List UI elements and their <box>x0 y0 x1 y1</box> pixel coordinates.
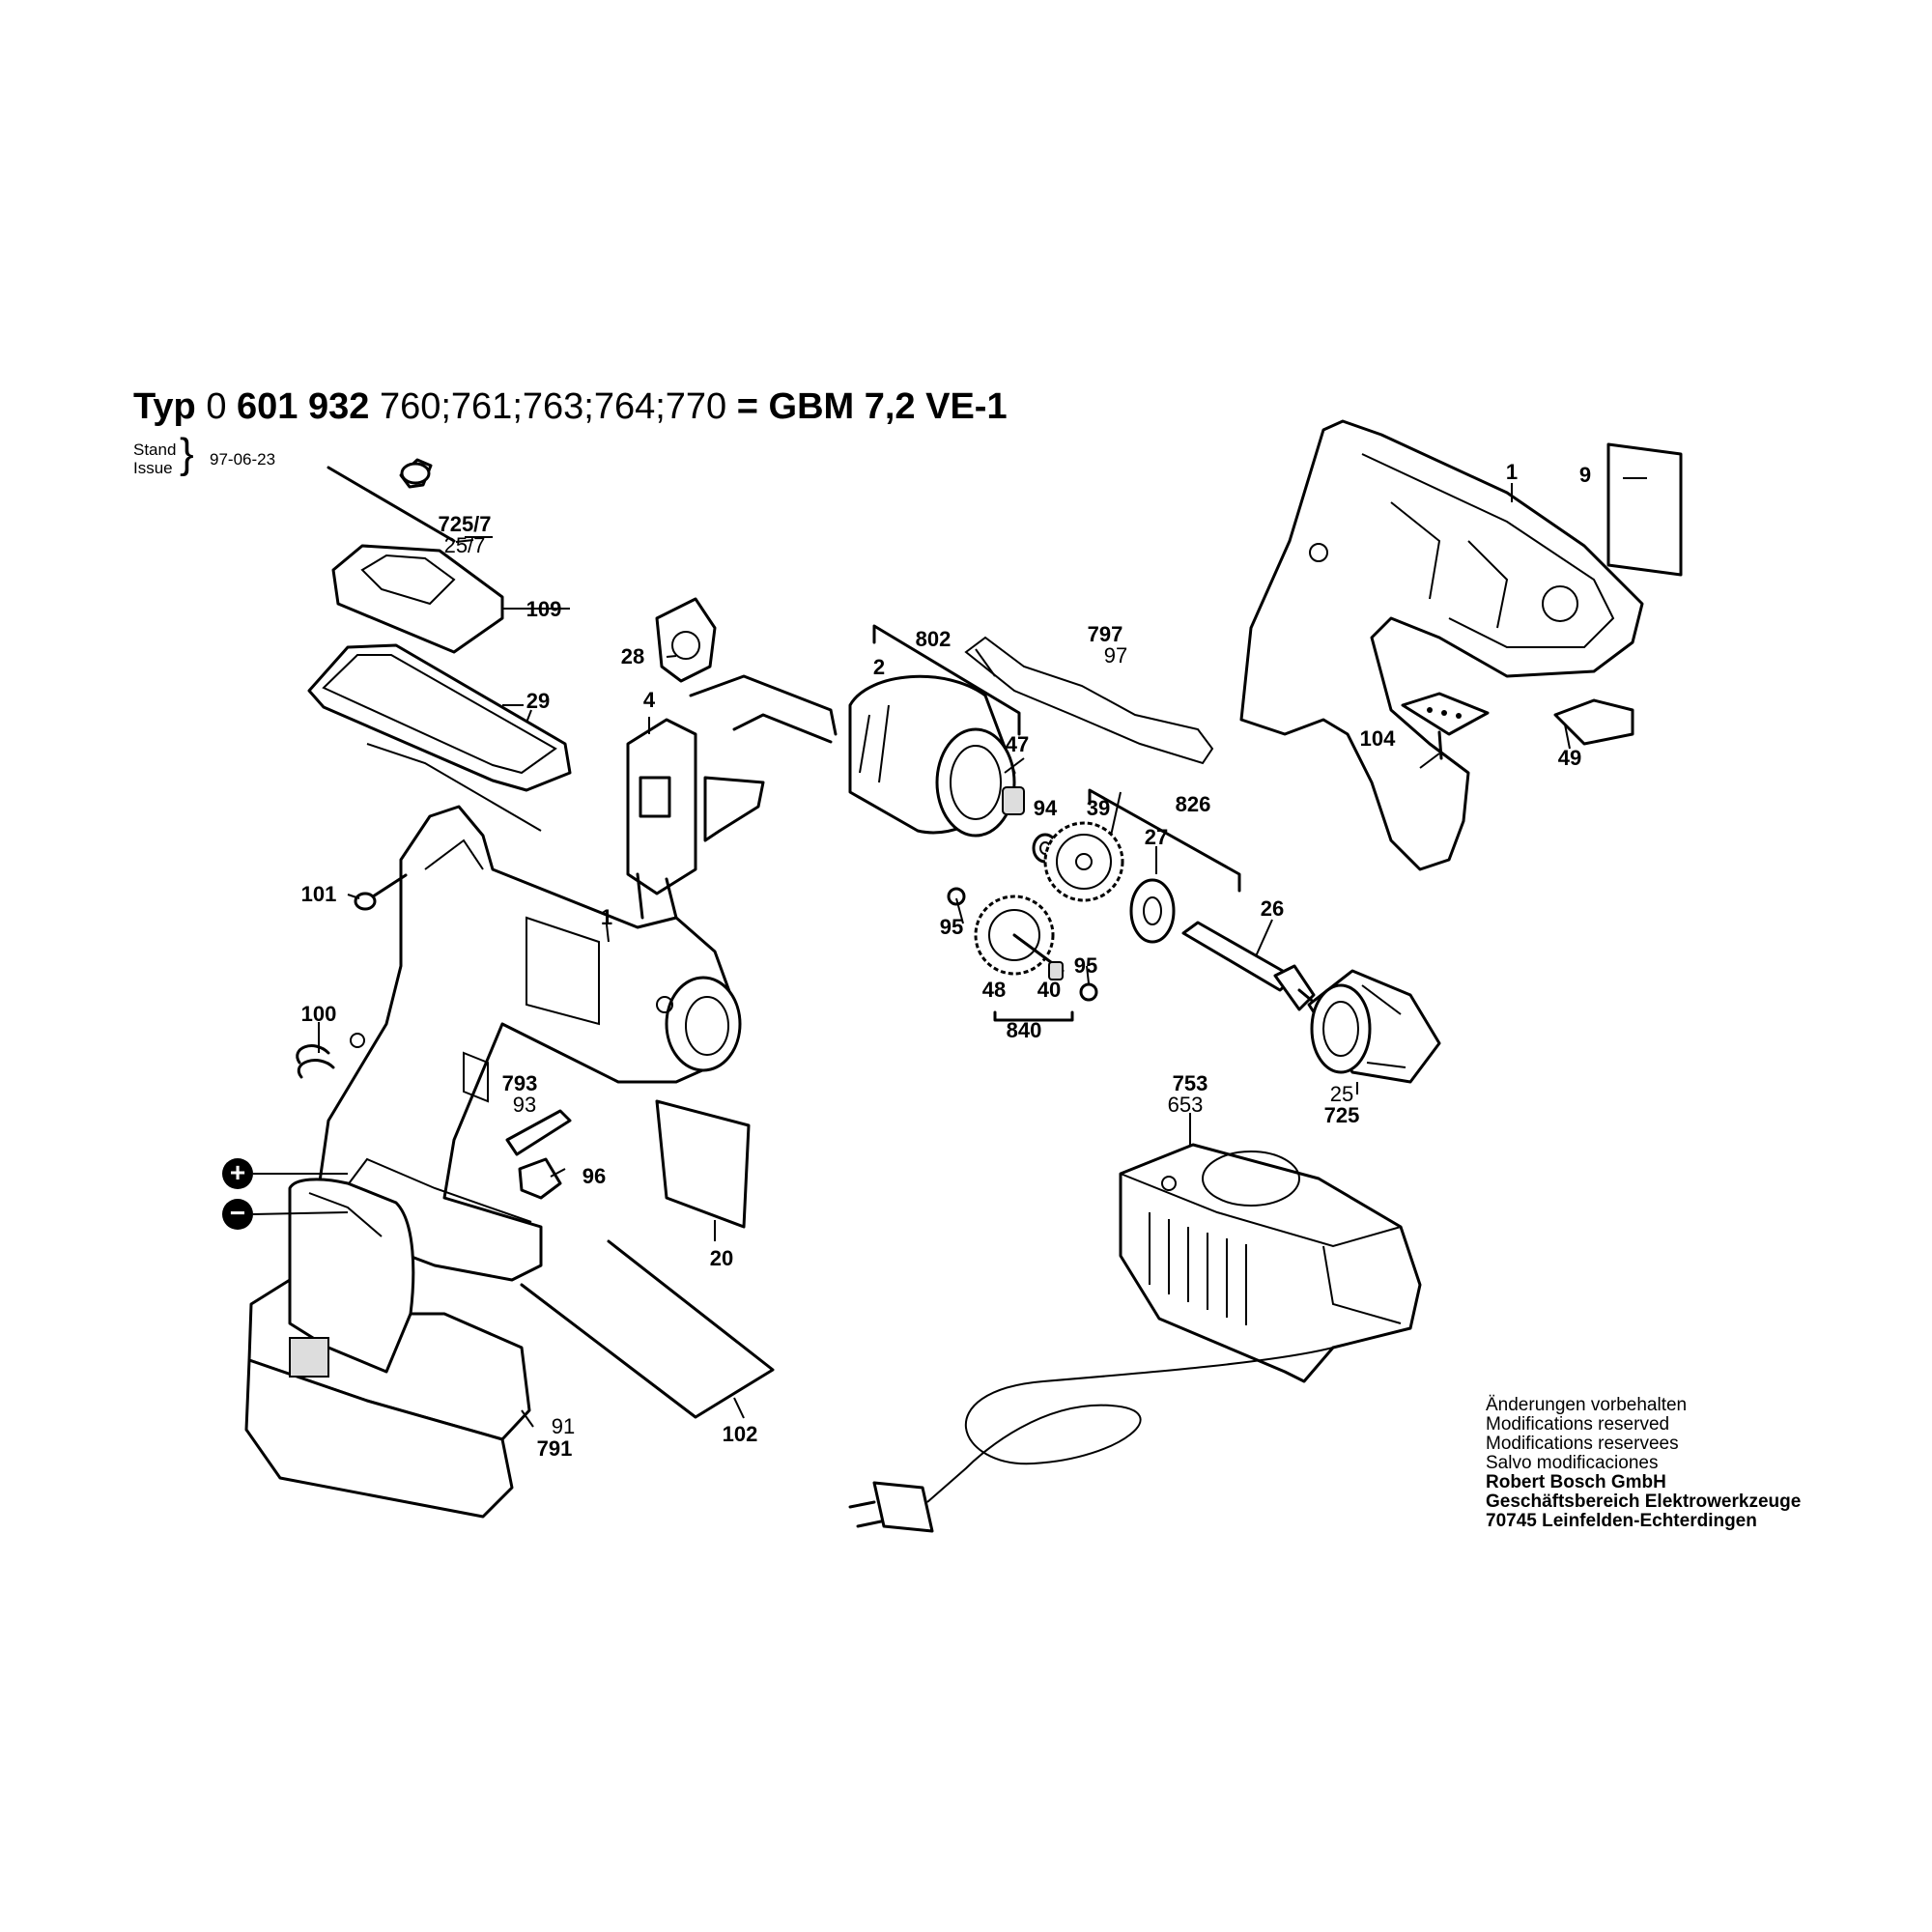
part-spindle-26 <box>1181 921 1330 1016</box>
label-725-7: 725/7 <box>438 512 492 536</box>
part-clip-49 <box>1553 698 1634 746</box>
label-791: 791 <box>536 1436 573 1461</box>
label-29: 29 <box>526 689 551 713</box>
label-793: 793 <box>501 1071 538 1095</box>
part-clip-96 <box>518 1157 562 1200</box>
label-49: 49 <box>1557 746 1582 770</box>
typ-label: Typ <box>133 386 196 427</box>
label-47: 47 <box>1005 732 1030 756</box>
stand-issue-labels: Stand Issue <box>133 440 176 477</box>
label-826: 826 <box>1175 792 1211 816</box>
model-name: = GBM 7,2 VE-1 <box>736 386 1008 427</box>
part-spring-100 <box>296 1044 335 1079</box>
part-screw-101 <box>354 873 408 911</box>
note-es: Salvo modificaciones <box>1486 1453 1659 1473</box>
part-switch-4 <box>626 718 765 920</box>
part-cover-109 <box>331 544 570 654</box>
part-bit-793 <box>505 1109 572 1156</box>
bracket-826 <box>1088 788 1241 893</box>
label-797: 797 <box>1087 622 1123 646</box>
company-name: Robert Bosch GmbH <box>1486 1472 1666 1492</box>
label-802: 802 <box>915 627 952 651</box>
note-fr: Modifications reservees <box>1486 1434 1679 1454</box>
part-washer-95b <box>1079 982 1098 1002</box>
part-chuck-key <box>327 458 474 543</box>
label-94: 94 <box>1033 796 1058 820</box>
part-power-cord <box>848 1347 1334 1533</box>
label-95-lower: 95 <box>1073 953 1098 978</box>
part-label-9 <box>1606 442 1683 577</box>
part-strap-797 <box>964 636 1214 765</box>
stand-label: Stand <box>133 440 177 459</box>
part-brush-holder-28 <box>655 597 717 683</box>
part-gear-39 <box>1043 821 1124 902</box>
plus-terminal-icon: + <box>222 1158 253 1189</box>
minus-terminal-icon: − <box>222 1199 253 1230</box>
bracket-802 <box>872 624 1021 736</box>
label-40: 40 <box>1037 978 1062 1002</box>
part-housing-half <box>317 805 742 1282</box>
label-104: 104 <box>1359 726 1396 751</box>
type-number-601: 601 <box>237 386 298 427</box>
part-bearing-27 <box>1129 878 1176 944</box>
label-91: 91 <box>551 1414 576 1438</box>
label-20: 20 <box>709 1246 734 1270</box>
label-28: 28 <box>620 644 645 668</box>
part-charger-753 <box>1119 1143 1422 1383</box>
label-1-rear: 1 <box>1505 460 1519 484</box>
part-wire-bracket <box>689 674 838 744</box>
part-motor-2 <box>848 674 1025 838</box>
label-653: 653 <box>1167 1093 1204 1117</box>
note-de: Änderungen vorbehalten <box>1486 1395 1688 1415</box>
label-753: 753 <box>1172 1071 1208 1095</box>
part-chuck-725 <box>1307 969 1441 1084</box>
label-93: 93 <box>512 1093 537 1117</box>
note-en: Modifications reserved <box>1486 1414 1670 1435</box>
type-number-932: 932 <box>307 386 370 427</box>
label-95-upper: 95 <box>939 915 964 939</box>
label-2: 2 <box>872 655 886 679</box>
issue-date: 97-06-23 <box>210 450 276 469</box>
label-4: 4 <box>642 688 656 712</box>
label-97: 97 <box>1103 643 1128 668</box>
part-board-104 <box>1401 692 1490 760</box>
part-battery-pack-791 <box>244 1178 531 1519</box>
label-27: 27 <box>1144 825 1169 849</box>
label-725: 725 <box>1323 1103 1360 1127</box>
label-25-7: 25/7 <box>443 533 486 557</box>
type-header: Typ 0 601 932 760;761;763;764;770 = GBM … <box>133 386 1008 428</box>
battery-terminal-leaders <box>252 1173 349 1215</box>
label-102: 102 <box>722 1422 758 1446</box>
type-number-prefix: 0 <box>206 386 227 427</box>
part-washer-95a <box>947 887 966 906</box>
label-96: 96 <box>582 1164 607 1188</box>
type-variants: 760;761;763;764;770 <box>379 386 727 427</box>
part-rod-102 <box>520 1239 775 1419</box>
company-division: Geschäftsbereich Elektrowerkzeuge <box>1486 1492 1802 1512</box>
footer-notes: Änderungen vorbehalten Modifications res… <box>1486 1396 1801 1531</box>
part-label-20 <box>655 1099 751 1229</box>
bracket-840 <box>993 1010 1074 1022</box>
label-101: 101 <box>300 882 337 906</box>
label-100: 100 <box>300 1002 337 1026</box>
label-9: 9 <box>1578 463 1592 487</box>
label-25: 25 <box>1329 1082 1354 1106</box>
leader-lines <box>318 477 1647 1428</box>
company-address: 70745 Leinfelden-Echterdingen <box>1486 1511 1757 1531</box>
label-109: 109 <box>526 597 562 621</box>
issue-label: Issue <box>133 459 173 477</box>
part-rear-housing-1 <box>1239 419 1644 871</box>
part-cover-29 <box>307 643 572 832</box>
part-gear-48 <box>974 895 1065 980</box>
label-26: 26 <box>1260 896 1285 921</box>
issue-brace: } <box>180 430 194 477</box>
label-840: 840 <box>1006 1018 1042 1042</box>
label-48: 48 <box>981 978 1007 1002</box>
label-39: 39 <box>1086 796 1111 820</box>
label-1-housing: 1 <box>600 905 613 929</box>
